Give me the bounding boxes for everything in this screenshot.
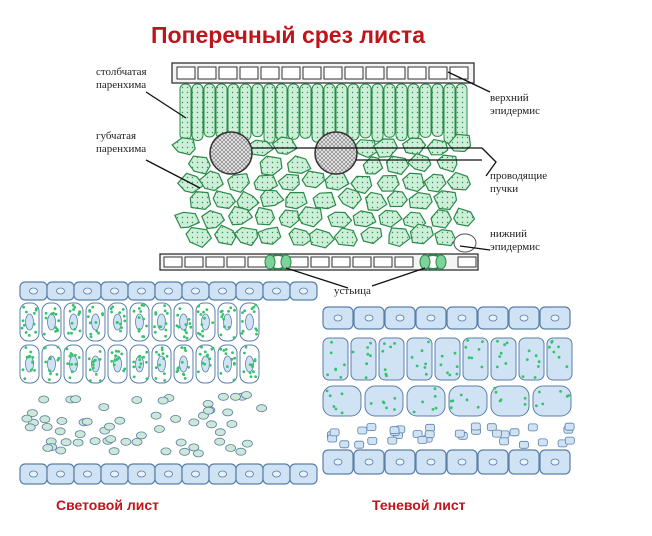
vascular-bundle <box>209 131 253 175</box>
lower-epidermis-layer <box>159 253 479 271</box>
page-title: Поперечный срез листа <box>151 22 426 48</box>
light-leaf-section <box>19 281 318 485</box>
lower-epidermis-cell-bulge <box>453 233 477 253</box>
vascular-bundle <box>314 131 358 175</box>
caption-shade-leaf: Теневой лист <box>372 497 466 513</box>
shade-leaf-section <box>322 306 575 475</box>
label-stomata: устьица <box>334 285 371 297</box>
spongy-layer <box>171 133 476 249</box>
stoma <box>419 254 447 270</box>
palisade-layer <box>179 83 468 145</box>
upper-epidermis-layer <box>171 62 475 84</box>
leaf-section-main <box>145 62 497 289</box>
stoma <box>264 254 292 270</box>
caption-light-leaf: Световой лист <box>56 497 159 513</box>
leader-lines <box>145 71 497 289</box>
